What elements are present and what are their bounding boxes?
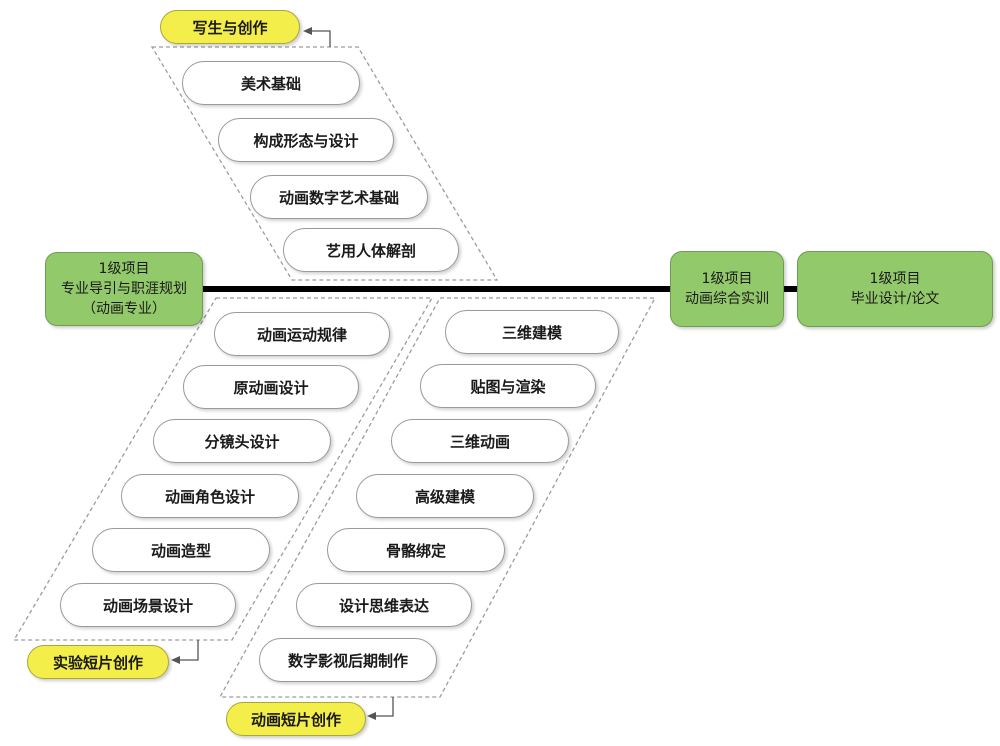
lower-right-course-item: 三维动画 (391, 419, 569, 463)
end-project-title: 毕业设计/论文 (850, 291, 940, 307)
lower-right-course-item: 高级建模 (356, 474, 534, 518)
lower-right-course-item: 贴图与渲染 (420, 364, 596, 408)
lower-left-course-item: 动画角色设计 (121, 474, 299, 518)
lower-right-branch-frame (218, 297, 657, 698)
lower-right-output-node: 动画短片创作 (226, 702, 366, 736)
lower-right-course-item: 三维建模 (445, 310, 619, 354)
lower-left-output-arrow (180, 640, 199, 661)
end-project-level: 1级项目 (869, 271, 921, 287)
upper-course-item: 构成形态与设计 (218, 118, 394, 162)
upper-course-item: 动画数字艺术基础 (250, 175, 428, 219)
start-project-title: 专业导引与职涯规划 (61, 281, 187, 297)
lower-left-output-arrowhead (171, 656, 180, 664)
middle-project-level: 1级项目 (701, 271, 753, 287)
lower-left-course-item: 动画运动规律 (214, 312, 390, 356)
lower-left-course-item: 原动画设计 (183, 365, 359, 409)
middle-project-title: 动画综合实训 (685, 291, 769, 307)
lower-left-course-item: 动画造型 (92, 528, 270, 572)
lower-right-output-arrowhead (367, 712, 376, 720)
upper-output-node: 写生与创作 (160, 10, 300, 44)
middle-project-node: 1级项目 动画综合实训 (670, 251, 784, 327)
upper-branch-frame (150, 46, 499, 281)
upper-output-arrowhead (303, 27, 312, 35)
lower-right-course-item: 数字影视后期制作 (259, 638, 437, 682)
upper-course-item: 美术基础 (182, 61, 360, 105)
upper-course-item: 艺用人体解剖 (283, 228, 459, 272)
start-project-node: 1级项目 专业导引与职涯规划 （动画专业） (45, 252, 203, 326)
lower-left-course-item: 动画场景设计 (60, 583, 236, 627)
end-project-node: 1级项目 毕业设计/论文 (797, 251, 993, 327)
start-project-subtitle: （动画专业） (82, 301, 166, 317)
lower-right-course-item: 设计思维表达 (296, 583, 472, 627)
lower-left-output-node: 实验短片创作 (27, 645, 169, 679)
lower-right-course-item: 骨骼绑定 (327, 528, 505, 572)
lower-left-branch-frame (12, 297, 434, 641)
start-project-level: 1级项目 (98, 261, 150, 277)
upper-output-arrow (312, 30, 331, 47)
lower-right-output-arrow (376, 697, 394, 717)
lower-left-course-item: 分镜头设计 (153, 419, 331, 463)
